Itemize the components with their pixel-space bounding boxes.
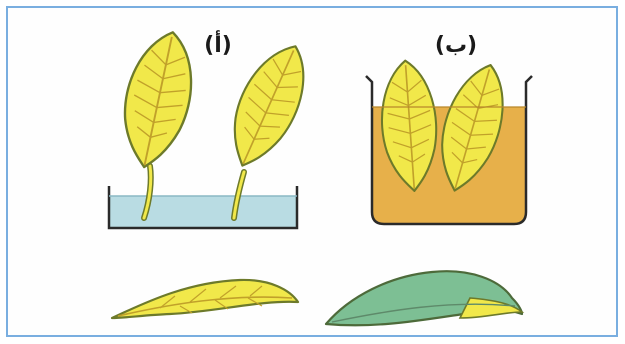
experiment-a: (أ) <box>109 26 320 228</box>
water-tray-water <box>109 196 297 227</box>
result-leaf-green <box>326 271 522 325</box>
leaf-a-left <box>113 26 203 218</box>
label-a: (أ) <box>204 29 232 58</box>
label-b: (ب) <box>435 33 477 58</box>
experiment-b: (ب) <box>366 33 532 224</box>
result-leaf-yellow <box>112 280 298 318</box>
leaf-a-right <box>216 35 320 218</box>
